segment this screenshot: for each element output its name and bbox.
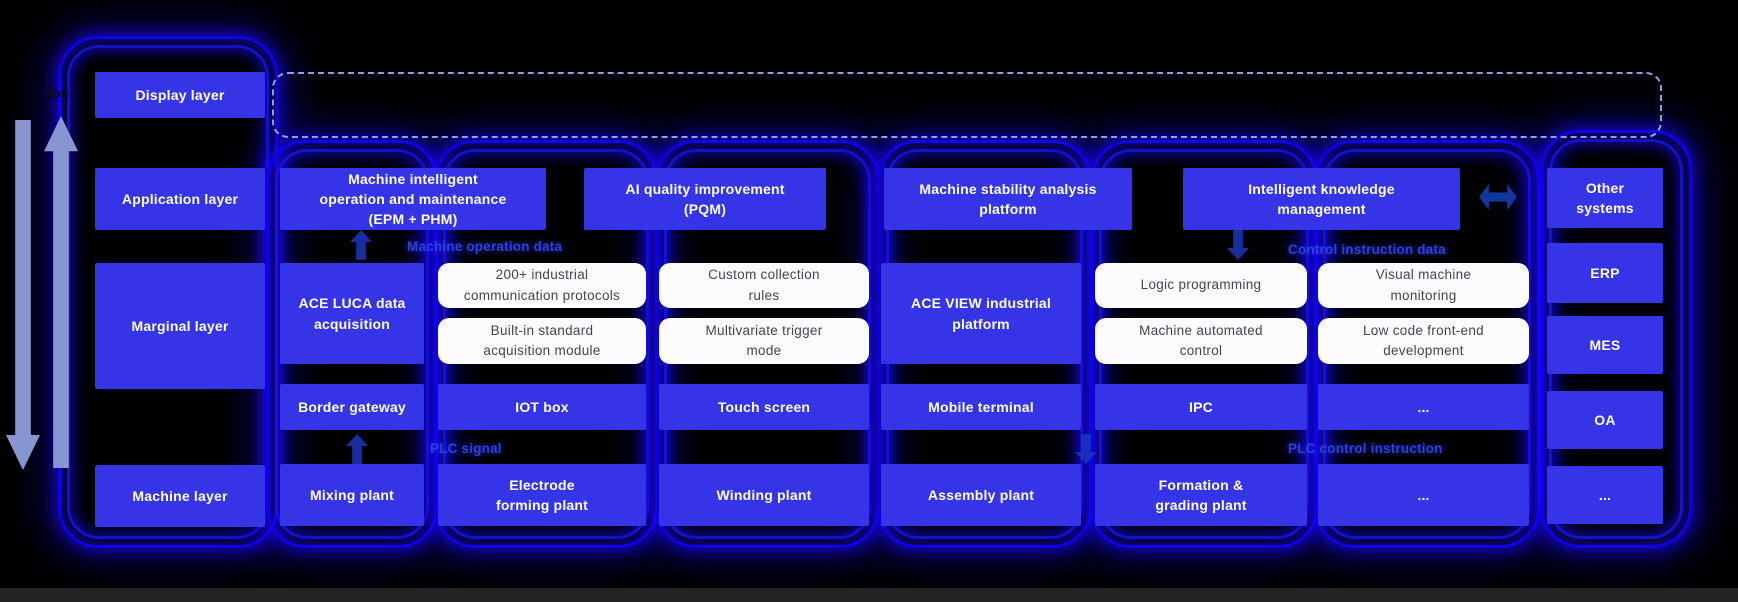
bottom-bar [0,588,1738,602]
marginal-layer-box: Marginal layer [95,263,265,389]
capability-box-visual-monitoring: Visual machine monitoring [1318,263,1529,308]
external-system-box-erp: ERP [1547,243,1663,303]
pqm-platform-box: AI quality improvement (PQM) [584,168,826,230]
ace-view-box: ACE VIEW industrial platform [881,263,1081,364]
flow-label-control-instruction-data: Control instruction data [1288,242,1446,257]
device-box-touch-screen: Touch screen [659,384,869,430]
machine-layer-box: Machine layer [95,465,265,527]
device-box-ipc: IPC [1095,384,1307,430]
device-box-more: ... [1318,384,1529,430]
flow-label-plc-control-instruction: PLC control instruction [1288,441,1443,456]
plant-box-assembly: Assembly plant [881,464,1081,526]
capability-box-trigger-mode: Multivariate trigger mode [659,318,869,364]
plant-box-formation-grading: Formation & grading plant [1095,464,1307,526]
ace-luca-box: ACE LUCA data acquisition [280,263,424,364]
capability-box-collection-rules: Custom collection rules [659,263,869,308]
epm-phm-platform-box: Machine intelligent operation and mainte… [280,168,546,230]
cutoff-label: tion [44,86,69,101]
external-system-box-other: Other systems [1547,168,1663,228]
capability-box-lowcode-development: Low code front-end development [1318,318,1529,364]
down-arrow-icon [6,120,40,470]
device-box-iot-box: IOT box [438,384,646,430]
stability-platform-box: Machine stability analysis platform [884,168,1132,230]
device-box-mobile-terminal: Mobile terminal [881,384,1081,430]
flow-label-machine-operation-data: Machine operation data [407,239,563,254]
device-box-border-gateway: Border gateway [280,384,424,430]
capability-box-automated-control: Machine automated control [1095,318,1307,364]
plant-box-mixing: Mixing plant [280,464,424,526]
display-layer-box: Display layer [95,72,265,118]
knowledge-platform-box: Intelligent knowledge management [1183,168,1460,230]
capability-box-acquisition-module: Built-in standard acquisition module [438,318,646,364]
external-system-box-mes: MES [1547,316,1663,374]
external-system-box-oa: OA [1547,391,1663,449]
plant-box-electrode-forming: Electrode forming plant [438,464,646,526]
capability-box-logic-programming: Logic programming [1095,263,1307,308]
display-area-dashed-region [272,72,1662,138]
flow-label-plc-signal: PLC signal [430,441,502,456]
capability-box-protocols: 200+ industrial communication protocols [438,263,646,308]
plant-box-winding: Winding plant [659,464,869,526]
plant-box-more: ... [1318,464,1529,526]
external-system-box-more: ... [1547,466,1663,524]
application-layer-box: Application layer [95,168,265,230]
